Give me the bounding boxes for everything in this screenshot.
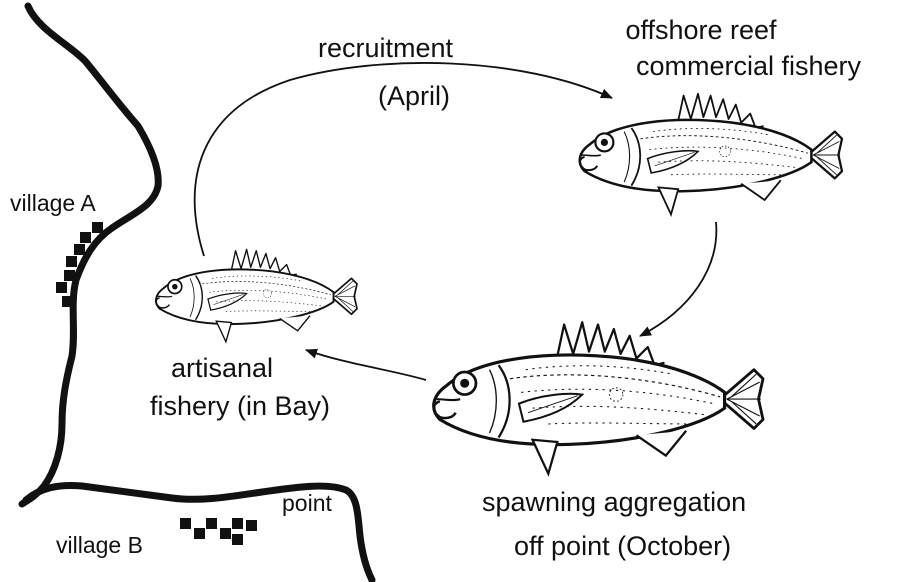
arrow-to-artisanal	[306, 350, 426, 380]
fish-spawning	[434, 322, 763, 473]
label-point: point	[282, 490, 332, 516]
label-artisanal-line2: fishery (in Bay)	[150, 390, 330, 422]
label-artisanal-line1: artisanal	[148, 352, 296, 384]
arrow-to-spawning	[640, 222, 716, 336]
label-recruitment-when: (April)	[378, 80, 450, 112]
label-recruitment: recruitment	[318, 32, 453, 64]
fish-artisanal	[156, 249, 357, 341]
coastline-upper	[22, 6, 158, 504]
label-spawning-line2: off point (October)	[514, 530, 731, 562]
label-village-b: village B	[56, 532, 143, 558]
fish-offshore	[580, 94, 842, 215]
label-offshore-line2: commercial fishery	[636, 50, 861, 82]
label-spawning-line1: spawning aggregation	[482, 486, 746, 518]
label-offshore-line1: offshore reef	[596, 14, 806, 46]
village-b-huts	[180, 518, 257, 545]
label-village-a: village A	[10, 190, 96, 216]
